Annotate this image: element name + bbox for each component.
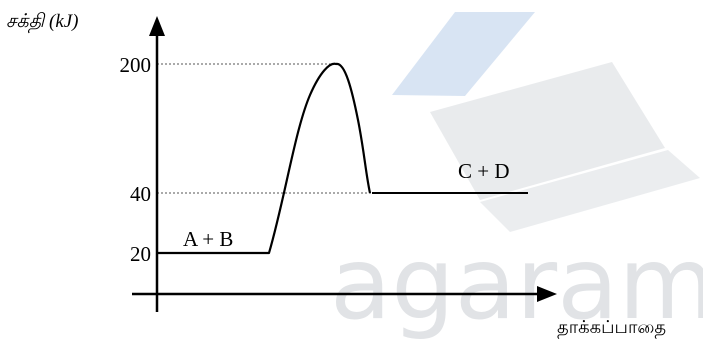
y-tick-label-40: 40: [130, 182, 151, 206]
x-axis: [132, 286, 557, 302]
y-axis-label: சக்தி (kJ): [6, 11, 79, 34]
energy-profile-curve: [157, 62, 372, 255]
y-axis-arrowhead: [149, 16, 165, 36]
x-axis-arrowhead: [537, 286, 557, 302]
watermark-laptop-base: [480, 150, 700, 232]
watermark-blue-swoosh: [392, 12, 535, 96]
products-label: C + D: [458, 159, 510, 183]
y-tick-label-200: 200: [120, 53, 152, 77]
reactants-label: A + B: [183, 227, 233, 251]
y-axis: [149, 16, 165, 312]
watermark-text: agaram.: [330, 225, 703, 342]
watermark-laptop-logo: [392, 12, 700, 232]
watermark-laptop-screen: [430, 62, 665, 200]
x-axis-label: தாக்கப்பாதை: [557, 317, 666, 339]
y-tick-label-20: 20: [130, 242, 151, 266]
